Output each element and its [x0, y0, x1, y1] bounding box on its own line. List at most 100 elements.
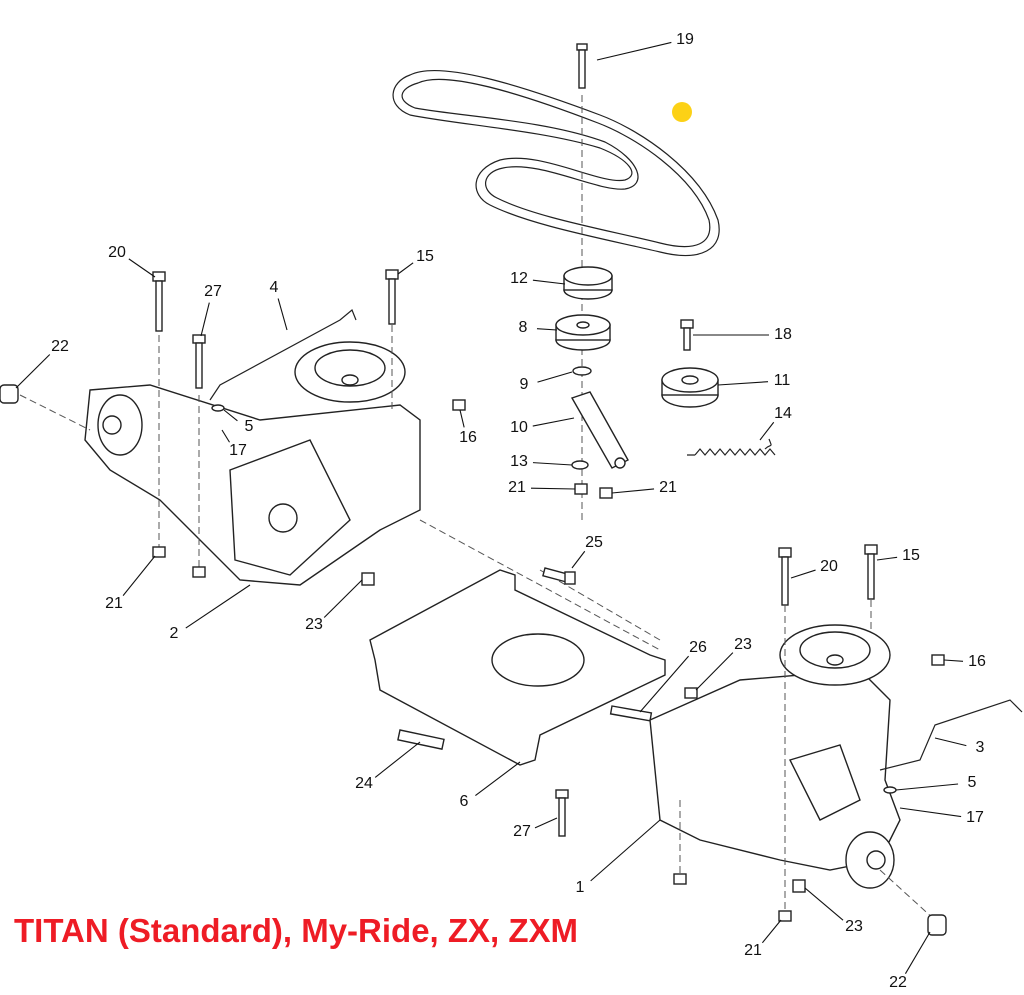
leader-line — [223, 409, 238, 422]
callout-number[interactable]: 27 — [204, 283, 222, 300]
nut-22-right — [927, 914, 947, 936]
callout-number[interactable]: 20 — [108, 244, 126, 261]
idler-arm-10 — [570, 391, 629, 469]
leader-line — [537, 371, 573, 383]
bolt-15-right — [864, 544, 878, 600]
right-transmission-1 — [649, 624, 901, 889]
callout-number[interactable]: 17 — [229, 442, 247, 459]
nut-21-right-a — [673, 873, 687, 885]
leader-line — [717, 381, 769, 386]
leader-line — [611, 488, 655, 494]
leader-line — [532, 417, 575, 427]
callout-number[interactable]: 2 — [169, 625, 179, 642]
callout-number[interactable]: 20 — [820, 558, 838, 575]
callout-number[interactable]: 16 — [459, 429, 477, 446]
callout-number[interactable]: 12 — [510, 270, 528, 287]
leader-line — [759, 421, 775, 441]
washer-5-right — [883, 786, 897, 794]
callout-number[interactable]: 21 — [659, 479, 677, 496]
rod-3 — [879, 699, 1023, 771]
nut-16-left — [452, 399, 466, 411]
leader-line — [530, 487, 576, 490]
bushing-23-left — [361, 572, 375, 586]
leader-line — [475, 761, 521, 797]
callout-number[interactable]: 21 — [744, 942, 762, 959]
leader-line — [185, 584, 251, 629]
callout-number[interactable]: 8 — [518, 319, 528, 336]
rod-4 — [209, 309, 357, 401]
callout-number[interactable]: 13 — [510, 453, 528, 470]
leader-line — [596, 41, 672, 61]
washer-9 — [572, 366, 592, 376]
callout-number[interactable]: 15 — [416, 248, 434, 265]
bolt-15-left — [385, 269, 399, 325]
callout-number[interactable]: 14 — [774, 405, 792, 422]
callout-number[interactable]: 21 — [105, 595, 123, 612]
bolt-18 — [680, 319, 694, 351]
bolt-20-right — [778, 547, 792, 606]
callout-number[interactable]: 18 — [774, 326, 792, 343]
callout-number[interactable]: 16 — [968, 653, 986, 670]
callout-number[interactable]: 25 — [585, 534, 603, 551]
pulley-8 — [555, 314, 611, 351]
callout-number[interactable]: 17 — [966, 809, 984, 826]
nut-22-left — [0, 384, 19, 404]
callout-number[interactable]: 15 — [902, 547, 920, 564]
leader-line — [904, 931, 931, 974]
model-title: TITAN (Standard), My-Ride, ZX, ZXM — [14, 912, 579, 949]
callout-number[interactable]: 5 — [244, 418, 254, 435]
nut-21b — [599, 487, 613, 499]
callout-number[interactable]: 10 — [510, 419, 528, 436]
nut-21a — [574, 483, 588, 495]
callout-number[interactable]: 5 — [967, 774, 977, 791]
bolt-27-center — [555, 789, 569, 837]
callout-number[interactable]: 19 — [676, 31, 694, 48]
callout-number[interactable]: 22 — [889, 974, 907, 991]
leader-line — [532, 462, 573, 466]
callout-number[interactable]: 23 — [305, 616, 323, 633]
leader-line — [761, 919, 782, 944]
bolt-26 — [609, 705, 653, 722]
drive-belt — [392, 69, 720, 256]
leader-line — [459, 409, 465, 428]
callout-number[interactable]: 26 — [689, 639, 707, 656]
callout-number[interactable]: 21 — [508, 479, 526, 496]
spring-14 — [687, 438, 776, 456]
leader-line — [934, 737, 967, 747]
nut-21-left-b — [192, 566, 206, 578]
callout-number[interactable]: 22 — [51, 338, 69, 355]
leader-lines — [15, 41, 967, 974]
callout-number[interactable]: 6 — [459, 793, 469, 810]
leader-line — [122, 555, 156, 596]
leader-line — [536, 328, 558, 331]
leader-line — [790, 569, 816, 579]
leader-line — [15, 354, 51, 389]
callout-number[interactable]: 11 — [773, 372, 791, 389]
callout-number[interactable]: 23 — [734, 636, 752, 653]
leader-line — [590, 819, 661, 882]
leader-line — [277, 298, 288, 331]
pulley-12 — [563, 266, 613, 300]
leader-line — [200, 302, 210, 337]
callout-number[interactable]: 9 — [519, 376, 529, 393]
nut-21-right-b — [778, 910, 792, 922]
washer-13 — [571, 460, 589, 470]
washer-5-left — [211, 404, 225, 412]
highlight-marker — [672, 102, 692, 122]
leader-line — [943, 659, 964, 662]
callout-number[interactable]: 4 — [269, 279, 279, 296]
callout-number[interactable]: 24 — [355, 775, 373, 792]
leader-line — [128, 258, 156, 278]
callout-number[interactable]: 1 — [575, 879, 585, 896]
nut-16-right — [931, 654, 945, 666]
nut-21-left-a — [152, 546, 166, 558]
callout-number[interactable]: 3 — [975, 739, 985, 756]
bolt-19 — [576, 43, 588, 89]
callout-number[interactable]: 23 — [845, 918, 863, 935]
leader-line — [374, 741, 421, 778]
bushing-23-right-top — [684, 687, 698, 699]
leader-line — [899, 807, 962, 818]
bolt-25 — [542, 567, 576, 585]
callout-number[interactable]: 27 — [513, 823, 531, 840]
